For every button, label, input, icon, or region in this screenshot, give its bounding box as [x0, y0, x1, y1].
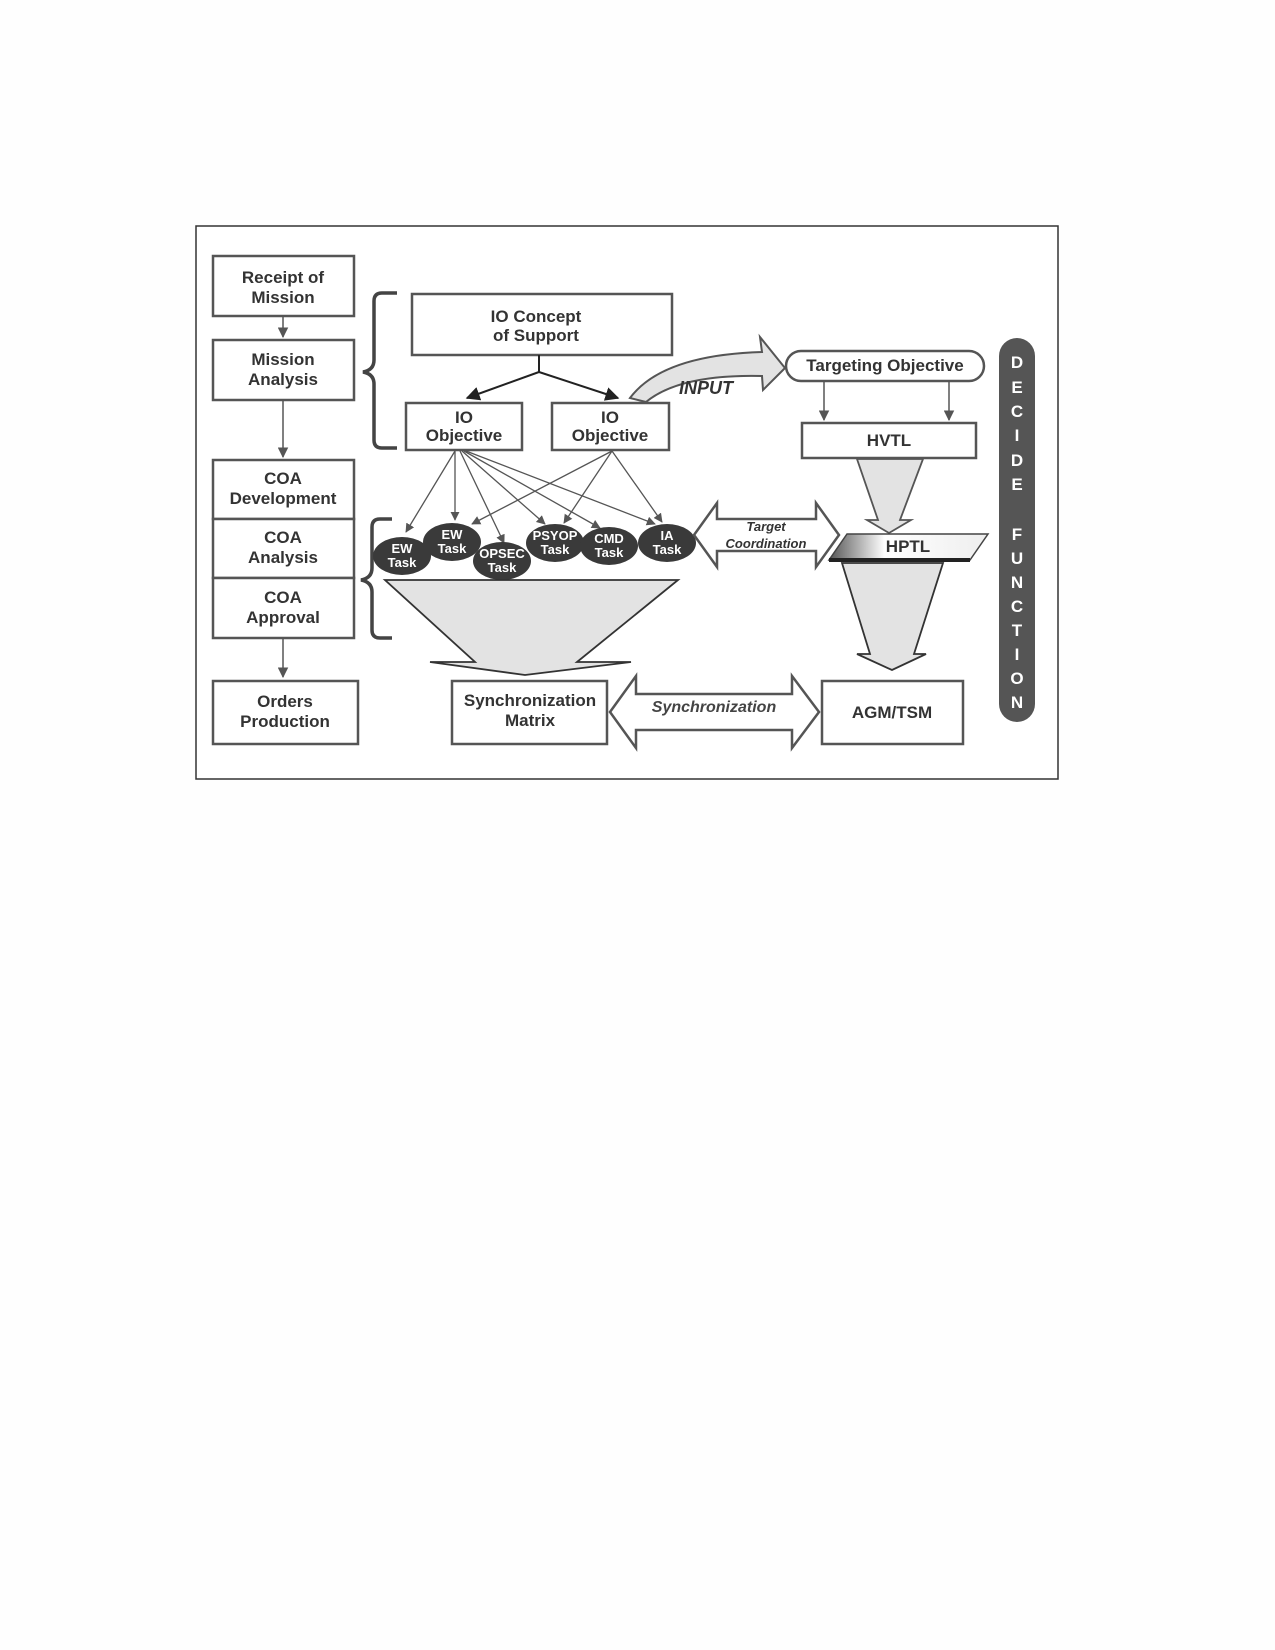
- task-ia-line2: Task: [653, 542, 682, 557]
- task-cmd: CMD Task: [580, 527, 638, 565]
- orders-production-box: Orders Production: [211, 679, 360, 746]
- target-coordination-arrow: Target Coordination: [692, 499, 841, 571]
- task-ew-2-line1: EW: [442, 527, 464, 542]
- task-ew-1-line2: Task: [388, 555, 417, 570]
- banner-letter: C: [1011, 402, 1023, 421]
- synchronization-matrix-line2: Matrix: [505, 711, 556, 730]
- io-concept-line2: of Support: [493, 326, 579, 345]
- targeting-objective-box: Targeting Objective: [784, 349, 986, 383]
- task-cmd-line1: CMD: [594, 531, 624, 546]
- agm-tsm-box: AGM/TSM: [820, 679, 965, 746]
- coa-analysis-box: COA Analysis: [211, 517, 356, 580]
- coa-development-line2: Development: [230, 489, 337, 508]
- mission-analysis-box: Mission Analysis: [211, 338, 356, 402]
- io-objective-box-1: IO Objective: [404, 401, 524, 452]
- objective-task-arrows: [405, 450, 663, 544]
- synchronization-label: Synchronization: [652, 699, 777, 716]
- input-label: INPUT: [679, 378, 735, 398]
- target-coordination-line1: Target: [746, 519, 786, 534]
- brace-lower: [360, 517, 392, 640]
- io-objective-2-line2: Objective: [572, 426, 649, 445]
- io-concept-of-support-box: IO Concept of Support: [410, 292, 674, 357]
- io-objective-1-line2: Objective: [426, 426, 503, 445]
- coa-approval-line2: Approval: [246, 608, 320, 627]
- io-objective-1-line1: IO: [455, 408, 473, 427]
- receipt-of-mission-line1: Receipt of: [242, 268, 325, 287]
- hptl-to-agm-arrow: [840, 562, 945, 671]
- banner-letter: O: [1010, 669, 1023, 688]
- mission-analysis-line1: Mission: [251, 350, 314, 369]
- tasks-funnel-arrow: [382, 579, 681, 676]
- banner-letter: N: [1011, 573, 1023, 592]
- io-concept-line1: IO Concept: [491, 307, 582, 326]
- task-opsec-line1: OPSEC: [479, 546, 525, 561]
- banner-letter: F: [1012, 525, 1022, 544]
- banner-letter: E: [1011, 378, 1022, 397]
- hvtl-to-hptl-arrow: [855, 458, 925, 535]
- orders-production-line1: Orders: [257, 692, 313, 711]
- task-ew-1-line1: EW: [392, 541, 414, 556]
- coa-development-line1: COA: [264, 469, 302, 488]
- receipt-of-mission-box: Receipt of Mission: [211, 254, 356, 318]
- hvtl-box: HVTL: [800, 421, 978, 460]
- task-ia: IA Task: [638, 524, 696, 562]
- branch-arrow: [465, 371, 540, 401]
- banner-letter: U: [1011, 549, 1023, 568]
- synchronization-matrix-line1: Synchronization: [464, 691, 596, 710]
- task-ew-2-line2: Task: [438, 541, 467, 556]
- branch-arrow: [538, 371, 620, 401]
- coa-analysis-line1: COA: [264, 528, 302, 547]
- mission-analysis-line2: Analysis: [248, 370, 318, 389]
- hptl-box: HPTL: [827, 533, 990, 562]
- hptl-label: HPTL: [886, 537, 930, 556]
- task-psyop: PSYOP Task: [526, 524, 584, 562]
- coa-approval-box: COA Approval: [211, 576, 356, 640]
- banner-letter: N: [1011, 693, 1023, 712]
- banner-letter: D: [1011, 451, 1023, 470]
- banner-letter: I: [1015, 645, 1020, 664]
- target-coordination-line2: Coordination: [726, 536, 807, 551]
- synchronization-matrix-box: Synchronization Matrix: [450, 679, 609, 746]
- task-opsec-line2: Task: [488, 560, 517, 575]
- banner-letter: E: [1011, 475, 1022, 494]
- task-ew-1: EW Task: [373, 537, 431, 575]
- task-ew-2: EW Task: [423, 523, 481, 561]
- task-opsec: OPSEC Task: [473, 542, 531, 580]
- task-ia-line1: IA: [661, 528, 675, 543]
- synchronization-arrow: Synchronization: [608, 672, 821, 752]
- brace-upper: [362, 291, 397, 450]
- coa-development-box: COA Development: [211, 458, 356, 521]
- hvtl-label: HVTL: [867, 431, 911, 450]
- banner-letter: C: [1011, 597, 1023, 616]
- io-objective-box-2: IO Objective: [550, 401, 671, 452]
- orders-production-line2: Production: [240, 712, 330, 731]
- banner-letter: I: [1015, 426, 1020, 445]
- banner-letter: D: [1011, 353, 1023, 372]
- receipt-of-mission-line2: Mission: [251, 288, 314, 307]
- coa-approval-line1: COA: [264, 588, 302, 607]
- agm-tsm-label: AGM/TSM: [852, 703, 932, 722]
- banner-letter: T: [1012, 621, 1023, 640]
- targeting-objective-label: Targeting Objective: [806, 356, 963, 375]
- task-cmd-line2: Task: [595, 545, 624, 560]
- io-objective-2-line1: IO: [601, 408, 619, 427]
- coa-analysis-line2: Analysis: [248, 548, 318, 567]
- task-psyop-line2: Task: [541, 542, 570, 557]
- task-psyop-line1: PSYOP: [533, 528, 578, 543]
